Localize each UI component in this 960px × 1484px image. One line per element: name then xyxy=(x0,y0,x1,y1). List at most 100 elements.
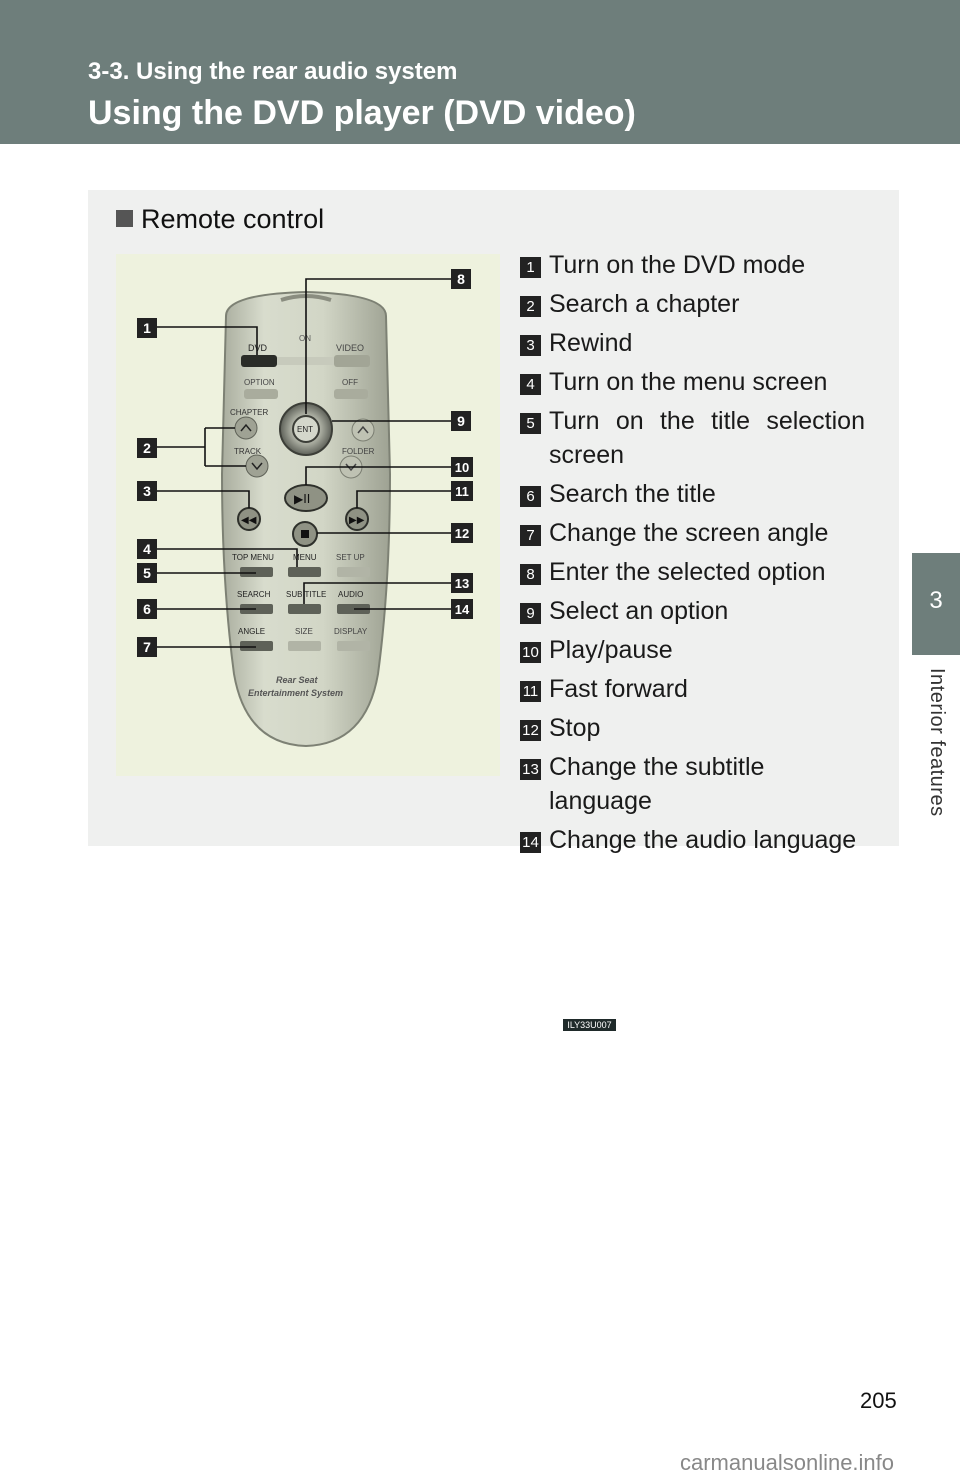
menu-button xyxy=(288,567,321,577)
callout-4: 4 xyxy=(137,539,157,559)
legend-item: 13 Change the subtitle language xyxy=(520,750,865,818)
legend-number: 8 xyxy=(520,564,541,585)
audio-button xyxy=(337,604,370,614)
angle-button xyxy=(240,641,273,651)
legend-number: 3 xyxy=(520,335,541,356)
svg-text:5: 5 xyxy=(143,565,151,581)
legend-text: Enter the selected option xyxy=(549,558,826,586)
svg-text:4: 4 xyxy=(143,541,151,557)
label-set-up: SET UP xyxy=(336,553,365,562)
callout-7: 7 xyxy=(137,637,157,657)
chapter-tab: 3 xyxy=(912,553,960,655)
legend-text: Play/pause xyxy=(549,636,673,664)
callout-5: 5 xyxy=(137,563,157,583)
legend-number: 4 xyxy=(520,374,541,395)
callout-1: 1 xyxy=(137,318,157,338)
callout-3: 3 xyxy=(137,481,157,501)
svg-text:7: 7 xyxy=(143,639,151,655)
legend-number: 13 xyxy=(520,759,541,780)
legend-text: Turn on the title selection screen xyxy=(549,407,865,469)
panel-heading-text: Remote control xyxy=(141,204,325,234)
dvd-button xyxy=(241,355,277,367)
legend-item: 8 Enter the selected option xyxy=(520,555,865,589)
callout-11: 11 xyxy=(451,481,473,501)
legend-text: Fast forward xyxy=(549,675,688,703)
label-off: OFF xyxy=(342,378,358,387)
label-on: ON xyxy=(299,334,311,343)
label-sub-title: SUB TITLE xyxy=(286,590,326,599)
label-size: SIZE xyxy=(295,627,313,636)
label-track: TRACK xyxy=(234,447,262,456)
legend-item: 3 Rewind xyxy=(520,326,865,360)
page-title: Using the DVD player (DVD video) xyxy=(88,94,636,132)
svg-text:▶II: ▶II xyxy=(294,492,310,506)
folder-up-button xyxy=(351,418,375,442)
top-menu-button xyxy=(240,567,273,577)
legend-item: 6 Search the title xyxy=(520,477,865,511)
legend-number: 6 xyxy=(520,486,541,507)
label-folder: FOLDER xyxy=(342,447,375,456)
legend-text: Change the screen angle xyxy=(549,519,829,547)
brand-line-2: Entertainment System xyxy=(248,688,343,698)
search-button xyxy=(240,604,273,614)
chapter-up-button xyxy=(234,416,258,440)
legend-item: 2 Search a chapter xyxy=(520,287,865,321)
label-ent: ENT xyxy=(297,425,313,434)
section-label: 3-3. Using the rear audio system xyxy=(88,58,458,85)
callout-2: 2 xyxy=(137,438,157,458)
svg-text:10: 10 xyxy=(455,460,469,475)
legend-item: 1 Turn on the DVD mode xyxy=(520,248,865,282)
remote-body xyxy=(220,290,392,748)
display-button xyxy=(337,641,370,651)
svg-text:3: 3 xyxy=(143,483,151,499)
callout-8: 8 xyxy=(451,269,471,289)
legend-item: 5 Turn on the title selection screen xyxy=(520,404,865,472)
enter-button xyxy=(292,415,320,443)
remote-control-illustration: ON DVD VIDEO OPTION OFF CHAPTER TRACK FO… xyxy=(137,269,473,748)
label-option: OPTION xyxy=(244,378,275,387)
leader-lines xyxy=(156,278,451,648)
callout-13: 13 xyxy=(451,573,473,593)
legend-number: 1 xyxy=(520,257,541,278)
callout-9: 9 xyxy=(451,411,471,431)
legend-number: 2 xyxy=(520,296,541,317)
set-up-button xyxy=(337,567,370,577)
legend-text: Search the title xyxy=(549,480,716,508)
svg-text:6: 6 xyxy=(143,601,151,617)
remote-control-figure: ON DVD VIDEO OPTION OFF CHAPTER TRACK FO… xyxy=(116,254,616,1031)
square-bullet-icon xyxy=(116,210,133,227)
video-button xyxy=(334,355,370,367)
legend-text: Rewind xyxy=(549,329,633,357)
chapter-down-button xyxy=(245,454,269,478)
chapter-label: Interior features xyxy=(926,668,948,817)
svg-text:12: 12 xyxy=(455,526,469,541)
label-display: DISPLAY xyxy=(334,627,368,636)
svg-text:2: 2 xyxy=(143,440,151,456)
figure-code: ILY33U007 xyxy=(563,1019,616,1031)
label-angle: ANGLE xyxy=(238,627,265,636)
legend-text: Change the subtitle language xyxy=(549,753,765,815)
legend-text: Turn on the DVD mode xyxy=(549,251,806,279)
label-chapter: CHAPTER xyxy=(230,408,268,417)
watermark: carmanualsonline.info xyxy=(680,1450,895,1475)
option-button xyxy=(244,389,278,399)
label-audio: AUDIO xyxy=(338,590,363,599)
svg-text:9: 9 xyxy=(457,413,465,429)
svg-text:1: 1 xyxy=(143,320,151,336)
page-header: 3-3. Using the rear audio system Using t… xyxy=(0,0,960,144)
legend-number: 12 xyxy=(520,720,541,741)
svg-text:8: 8 xyxy=(457,271,465,287)
svg-text:▶▶: ▶▶ xyxy=(349,515,365,526)
page-number: 205 xyxy=(860,1388,897,1413)
label-menu: MENU xyxy=(293,553,317,562)
callout-14: 14 xyxy=(451,599,473,619)
label-top-menu: TOP MENU xyxy=(232,553,274,562)
legend-number: 5 xyxy=(520,413,541,434)
svg-text:◀◀: ◀◀ xyxy=(241,515,257,526)
legend-text: Search a chapter xyxy=(549,290,740,318)
label-search: SEARCH xyxy=(237,590,271,599)
